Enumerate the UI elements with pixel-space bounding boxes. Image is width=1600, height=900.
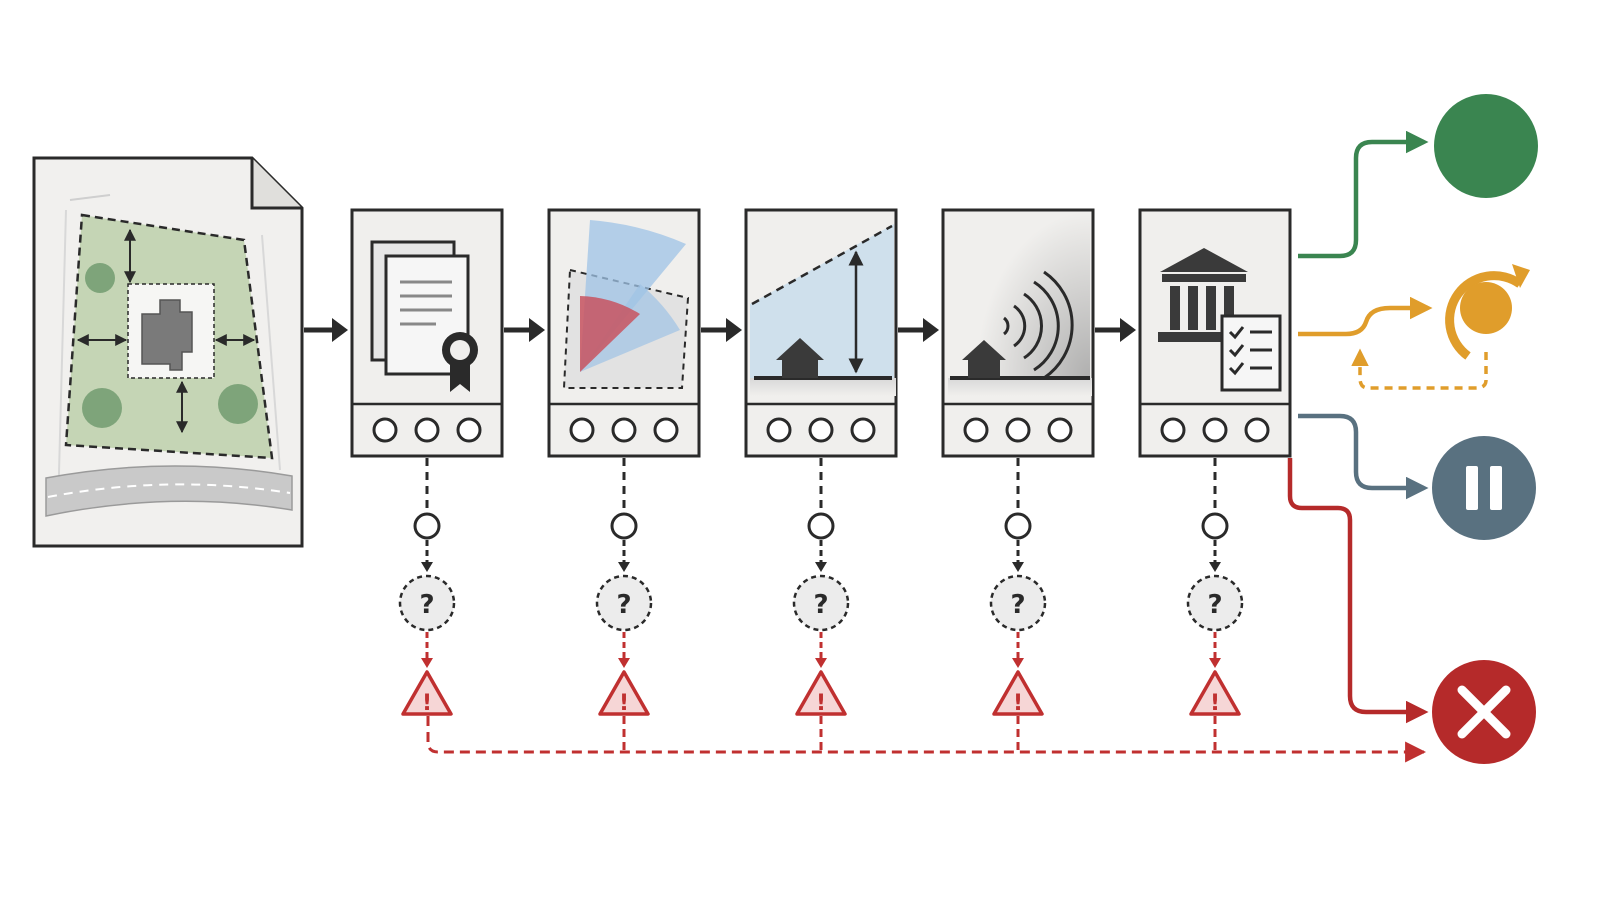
status-dot (653, 417, 679, 443)
arrow-head (1120, 318, 1136, 342)
arrow-head (726, 318, 742, 342)
pause-icon (1432, 436, 1536, 540)
status-dot (456, 417, 482, 443)
retry-loop-icon (1445, 264, 1530, 360)
question-mark: ? (419, 590, 434, 620)
check-column: ?! (595, 458, 653, 716)
flow-arrows (304, 318, 1136, 342)
road (45, 465, 293, 517)
site-plan-document (32, 156, 304, 548)
house-icon (962, 340, 1006, 378)
status-dot (1160, 417, 1186, 443)
arrow-head (529, 318, 545, 342)
question-mark: ? (813, 590, 828, 620)
rejection-collector-line (426, 716, 1427, 763)
approved-circle-icon (1434, 94, 1538, 198)
question-mark: ? (1010, 590, 1025, 620)
question-marker-icon (989, 574, 1047, 632)
status-dot (850, 417, 876, 443)
checkpoint-node (1201, 512, 1229, 540)
check-column: ?! (1186, 458, 1244, 716)
check-column: ?! (398, 458, 456, 716)
height-limit-icon (750, 224, 896, 396)
status-dot (1244, 417, 1270, 443)
warning-mark: ! (816, 691, 826, 716)
question-mark: ? (616, 590, 631, 620)
warning-triangle-icon (992, 670, 1044, 716)
noise-waves-icon (948, 211, 1092, 396)
status-dot (1005, 417, 1031, 443)
sector-coverage-icon (562, 220, 690, 389)
rejected-x-icon (1432, 660, 1536, 764)
checkpoint-node (1004, 512, 1032, 540)
outcome-branches (1287, 130, 1488, 724)
checkpoint-node (413, 512, 441, 540)
check-column: ?! (989, 458, 1047, 716)
house-icon (776, 338, 824, 378)
warning-mark: ! (1013, 691, 1023, 716)
arrow-head (332, 318, 348, 342)
status-dot (569, 417, 595, 443)
warning-triangle-icon (795, 670, 847, 716)
building-icon (141, 299, 193, 371)
warning-triangle-icon (598, 670, 650, 716)
warning-mark: ! (1210, 691, 1220, 716)
warning-mark: ! (619, 691, 629, 716)
question-mark: ? (1207, 590, 1222, 620)
status-dot (414, 417, 440, 443)
status-dot (766, 417, 792, 443)
document-certificate-icon (370, 240, 478, 392)
question-marker-icon (595, 574, 653, 632)
tree-icon (85, 263, 115, 293)
status-dot (963, 417, 989, 443)
warning-triangle-icon (401, 670, 453, 716)
status-dot (1202, 417, 1228, 443)
warning-triangle-icon (1189, 670, 1241, 716)
status-dot (808, 417, 834, 443)
status-dot (372, 417, 398, 443)
check-column: ?! (792, 458, 850, 716)
status-dot (611, 417, 637, 443)
arrow-head (923, 318, 939, 342)
warning-mark: ! (422, 691, 432, 716)
government-checklist-icon (1158, 248, 1282, 392)
question-marker-icon (398, 574, 456, 632)
checkpoint-node (807, 512, 835, 540)
checkpoint-node (610, 512, 638, 540)
tree-icon (82, 388, 122, 428)
status-dot (1047, 417, 1073, 443)
tree-icon (218, 384, 258, 424)
question-marker-icon (1186, 574, 1244, 632)
question-marker-icon (792, 574, 850, 632)
